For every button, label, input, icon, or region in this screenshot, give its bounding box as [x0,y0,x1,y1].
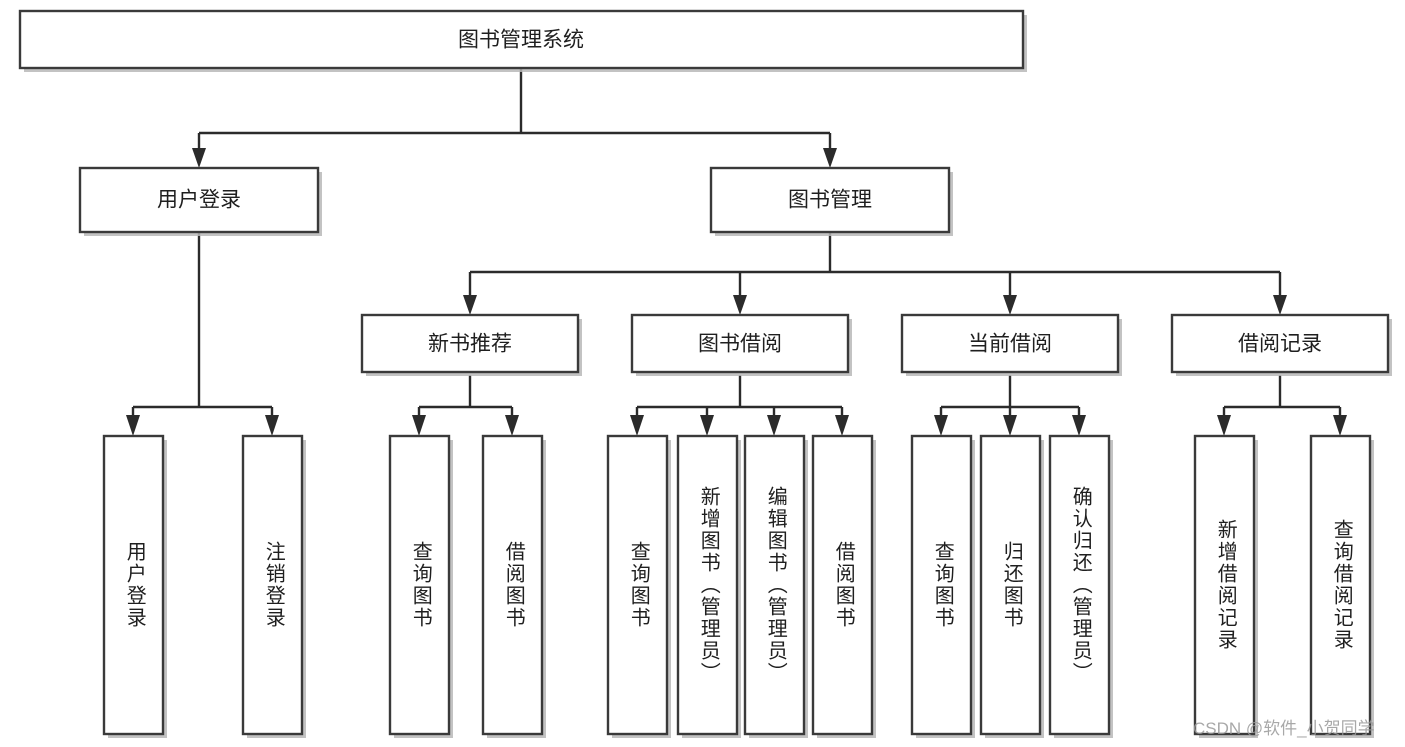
leaf-box-user-login-1[interactable] [102,434,165,736]
new-book-node-box[interactable] [360,313,580,374]
leaf-box-book-borrow-1[interactable] [606,434,669,736]
leaf-box-book-borrow-4[interactable] [811,434,874,736]
arrowhead-bb-leaf1 [630,415,644,436]
leaf-box-new-book-2[interactable] [481,434,544,736]
arrowhead-borrow-record [1273,295,1287,315]
leaf-box-book-borrow-2[interactable] [676,434,739,736]
book-borrow-node-label: 图书借阅 [698,333,782,356]
nodes-layer: 图书管理系统 用户登录 图书管理 新书推荐 图书借阅 当前借阅 借阅记录 [18,9,1392,738]
arrowhead-book-borrow [733,295,747,315]
book-manage-node-label: 图书管理 [788,189,872,212]
book-borrow-node-box[interactable] [630,313,850,374]
arrowhead-bb-leaf3 [767,415,781,436]
arrowhead-br-leaf2 [1333,415,1347,436]
arrowhead-bb-leaf2 [700,415,714,436]
leaf-box-user-login-2[interactable] [241,434,304,736]
csdn-watermark: CSDN @软件_小贺同学 [1193,719,1375,738]
leaf-box-new-book-1[interactable] [388,434,451,736]
leaf-box-book-borrow-3[interactable] [743,434,806,736]
arrowhead-br-leaf1 [1217,415,1231,436]
arrowhead-ul-leaf1 [126,415,140,436]
arrowhead-user-login [192,148,206,168]
leaf-box-current-borrow-1[interactable] [910,434,973,736]
arrowhead-bb-leaf4 [835,415,849,436]
leaf-box-borrow-record-2[interactable] [1309,434,1372,736]
connectors-layer [126,69,1347,436]
arrowhead-current-borrow [1003,295,1017,315]
leaf-box-borrow-record-1[interactable] [1193,434,1256,736]
arrowhead-book-manage [823,148,837,168]
arrowhead-new-book [463,295,477,315]
arrowhead-ul-leaf2 [265,415,279,436]
root-node-label: 图书管理系统 [458,29,584,52]
user-login-node-label: 用户登录 [157,189,241,212]
leaf-box-current-borrow-3[interactable] [1048,434,1111,736]
borrow-record-node-label: 借阅记录 [1238,333,1322,356]
borrow-record-node-box[interactable] [1170,313,1390,374]
user-login-node-box[interactable] [78,166,320,234]
root-node-box[interactable] [18,9,1025,70]
current-borrow-node-box[interactable] [900,313,1120,374]
current-borrow-node-label: 当前借阅 [968,333,1052,356]
arrowhead-cb-leaf1 [934,415,948,436]
book-manage-node-box[interactable] [709,166,951,234]
arrowhead-nb-leaf2 [505,415,519,436]
arrowhead-cb-leaf3 [1072,415,1086,436]
new-book-node-label: 新书推荐 [428,333,512,356]
leaf-box-current-borrow-2[interactable] [979,434,1042,736]
arrowhead-cb-leaf2 [1003,415,1017,436]
arrowhead-nb-leaf1 [412,415,426,436]
